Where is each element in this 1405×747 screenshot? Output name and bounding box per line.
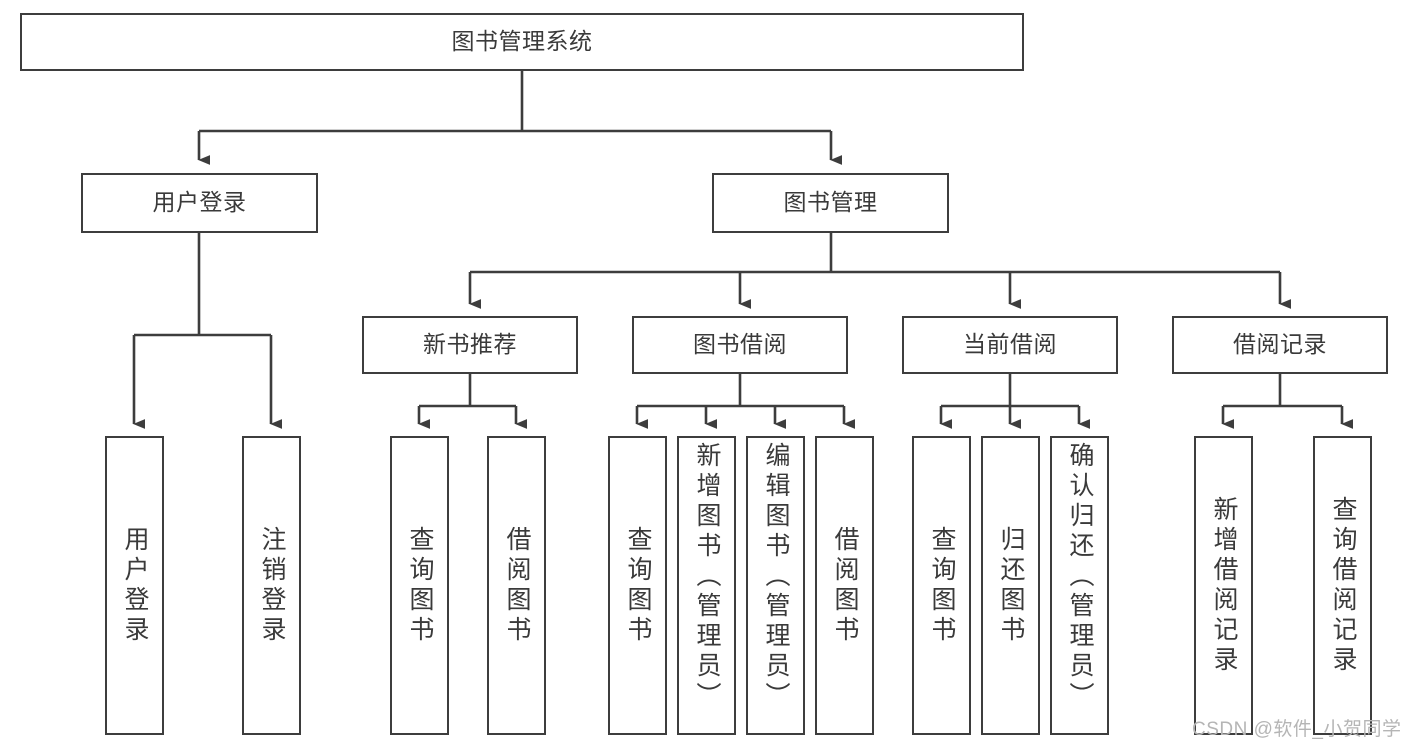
leaf-return-book[interactable]: 归还图书 xyxy=(981,436,1040,735)
node-new-book-recommend[interactable]: 新书推荐 xyxy=(362,316,578,374)
leaf-return-book-label: 归还图书 xyxy=(997,525,1025,646)
watermark: CSDN @软件_小贺同学 xyxy=(1192,719,1402,740)
node-book-borrow[interactable]: 图书借阅 xyxy=(632,316,848,374)
leaf-query-borrow-record-label: 查询借阅记录 xyxy=(1329,495,1357,676)
leaf-edit-book-admin-label: 编辑图书（管理员） xyxy=(762,442,790,712)
node-current-borrow[interactable]: 当前借阅 xyxy=(902,316,1118,374)
node-book-management-label: 图书管理 xyxy=(783,189,878,216)
leaf-add-book-admin-label: 新增图书（管理员） xyxy=(693,442,721,712)
leaf-logout[interactable]: 注销登录 xyxy=(242,436,301,735)
leaf-query-book-borrow[interactable]: 查询图书 xyxy=(608,436,667,735)
node-new-book-recommend-label: 新书推荐 xyxy=(423,331,517,358)
node-root-label: 图书管理系统 xyxy=(451,28,593,55)
node-user-login[interactable]: 用户登录 xyxy=(81,173,318,233)
leaf-borrow-book-newbook-label: 借阅图书 xyxy=(503,525,531,646)
leaf-confirm-return-admin-label: 确认归还（管理员） xyxy=(1066,442,1094,712)
node-book-management[interactable]: 图书管理 xyxy=(712,173,949,233)
node-user-login-label: 用户登录 xyxy=(152,189,247,216)
leaf-borrow-book-label: 借阅图书 xyxy=(831,525,859,646)
leaf-query-book-borrow-label: 查询图书 xyxy=(624,525,652,646)
leaf-logout-label: 注销登录 xyxy=(258,525,286,646)
node-current-borrow-label: 当前借阅 xyxy=(963,331,1057,358)
leaf-add-borrow-record[interactable]: 新增借阅记录 xyxy=(1194,436,1253,735)
leaf-query-book-current[interactable]: 查询图书 xyxy=(912,436,971,735)
node-book-borrow-label: 图书借阅 xyxy=(693,331,787,358)
leaf-query-book-current-label: 查询图书 xyxy=(928,525,956,646)
leaf-borrow-book[interactable]: 借阅图书 xyxy=(815,436,874,735)
node-borrow-record-label: 借阅记录 xyxy=(1233,331,1327,358)
leaf-add-borrow-record-label: 新增借阅记录 xyxy=(1210,495,1238,676)
leaf-borrow-book-newbook[interactable]: 借阅图书 xyxy=(487,436,546,735)
node-borrow-record[interactable]: 借阅记录 xyxy=(1172,316,1388,374)
leaf-query-borrow-record[interactable]: 查询借阅记录 xyxy=(1313,436,1372,735)
leaf-query-book-newbook-label: 查询图书 xyxy=(406,525,434,646)
leaf-query-book-newbook[interactable]: 查询图书 xyxy=(390,436,449,735)
leaf-edit-book-admin[interactable]: 编辑图书（管理员） xyxy=(746,436,805,735)
leaf-confirm-return-admin[interactable]: 确认归还（管理员） xyxy=(1050,436,1109,735)
node-root[interactable]: 图书管理系统 xyxy=(20,13,1024,71)
leaf-add-book-admin[interactable]: 新增图书（管理员） xyxy=(677,436,736,735)
leaf-user-login[interactable]: 用户登录 xyxy=(105,436,164,735)
leaf-user-login-label: 用户登录 xyxy=(121,525,149,646)
